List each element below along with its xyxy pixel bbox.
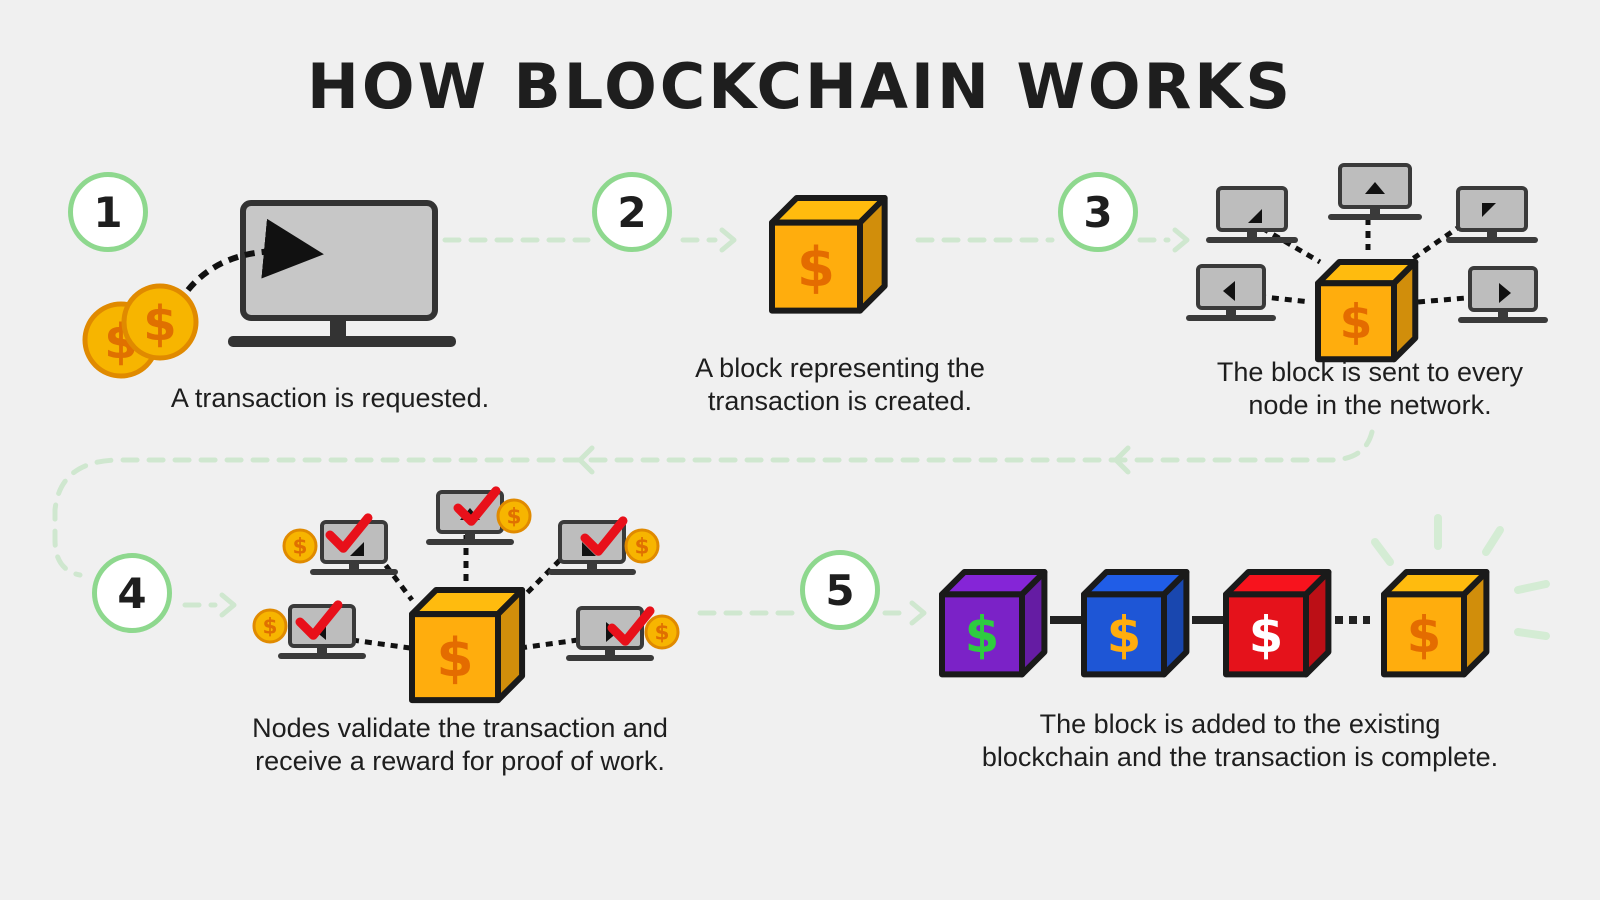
monitor-icon (228, 200, 456, 347)
step-4-caption-line-1: Nodes validate the transaction and (252, 713, 668, 743)
step4-illustration (351, 535, 579, 651)
step-5-caption-line-2: blockchain and the transaction is comple… (981, 742, 1499, 772)
step-3-block-icon: $ (1315, 259, 1419, 363)
step1-illustration: $ $ (82, 200, 456, 379)
step-4-checkmark-icon-2 (453, 486, 501, 526)
step-4-coin-icon-1: $ (282, 528, 318, 564)
step-4-checkmark-icon-4 (295, 600, 343, 640)
coin-icon: $ $ (82, 283, 199, 379)
step-4-block-icon: $ (409, 587, 526, 704)
step-4-coin-icon-5: $ (644, 614, 680, 650)
step-3-caption-line-1: The block is sent to every (1216, 357, 1524, 387)
shine-rays-icon (1371, 514, 1550, 640)
step-4-node-computer-icon-3-arrow-icon (582, 542, 596, 556)
step-2-caption: A block representing the transaction is … (620, 352, 1060, 418)
svg-text:$: $ (634, 535, 649, 560)
step-5-block-icon-2-symbol: $ (1107, 606, 1142, 664)
flow-arrowheads (219, 227, 1190, 626)
step-5-block-icon-3: $ (1223, 569, 1332, 678)
step-5-caption-line-1: The block is added to the existing (1039, 709, 1441, 739)
step-3-node-computer-icon-3-arrow-icon (1482, 203, 1496, 217)
step-5-caption: The block is added to the existing block… (920, 708, 1560, 774)
step-3-node-computer-icon-3 (1446, 186, 1538, 243)
step-5-block-icon-3-symbol: $ (1249, 606, 1284, 664)
step-5-block-icon-2: $ (1081, 569, 1190, 678)
step-1-caption-line-1: A transaction is requested. (170, 383, 490, 413)
step-3-node-computer-icon-4-arrow-icon (1223, 281, 1235, 301)
step-2-block-icon: $ (769, 195, 888, 314)
svg-text:$: $ (506, 505, 521, 530)
step-2-caption-line-2: transaction is created. (707, 386, 973, 416)
step-5-block-icon-4-symbol: $ (1407, 606, 1442, 664)
step-2-block-icon-symbol: $ (797, 235, 835, 299)
step-4-caption-line-2: receive a reward for proof of work. (255, 746, 665, 776)
svg-text:$: $ (292, 535, 307, 560)
page-title: HOW BLOCKCHAIN WORKS (306, 50, 1294, 123)
step-3-node-computer-icon-5-arrow-icon (1499, 283, 1511, 303)
step-1-caption: A transaction is requested. (120, 382, 540, 415)
svg-text:$: $ (654, 621, 669, 646)
step-3-node-computer-icon-1 (1206, 186, 1298, 243)
step-5-badge: 5 (800, 550, 880, 630)
step-3-node-computer-icon-1-arrow-icon (1248, 209, 1262, 223)
step-4-checkmark-icon-5 (607, 606, 655, 646)
step-4-node-computer-icon-4 (278, 604, 366, 659)
step-2-caption-line-1: A block representing the (695, 353, 985, 383)
step-4-checkmark-icon-1 (325, 513, 373, 553)
step-5-block-icon-1: $ (939, 569, 1048, 678)
step-4-caption: Nodes validate the transaction and recei… (190, 712, 730, 778)
step-5-block-icon-1-symbol: $ (965, 606, 1000, 664)
step-4-block-icon-symbol: $ (436, 627, 473, 689)
step-3-node-computer-icon-4 (1186, 264, 1276, 321)
step-2-badge: 2 (592, 172, 672, 252)
step-4-coin-icon-4: $ (252, 608, 288, 644)
step-3-node-computer-icon-2 (1328, 163, 1422, 220)
step-3-node-computer-icon-5 (1458, 266, 1548, 323)
flow-connectors (52, 237, 1375, 616)
step-4-coin-icon-3: $ (624, 528, 660, 564)
svg-text:$: $ (262, 615, 277, 640)
step-3-caption-line-2: node in the network. (1248, 390, 1492, 420)
step3-illustration (1245, 218, 1479, 305)
step-3-caption: The block is sent to every node in the n… (1150, 356, 1590, 422)
step-5-block-icon-4: $ (1381, 569, 1490, 678)
step-4-node-computer-icon-1-arrow-icon (350, 542, 364, 556)
step-3-block-icon-symbol: $ (1340, 295, 1373, 350)
step-3-badge: 3 (1058, 172, 1138, 252)
step-4-coin-icon-2: $ (496, 498, 532, 534)
step-4-checkmark-icon-3 (580, 516, 628, 556)
svg-text:$: $ (143, 296, 176, 352)
step-3-node-computer-icon-2-arrow-icon (1365, 182, 1385, 194)
step-4-badge: 4 (92, 553, 172, 633)
step-1-badge: 1 (68, 172, 148, 252)
transfer-arrow (185, 218, 324, 292)
